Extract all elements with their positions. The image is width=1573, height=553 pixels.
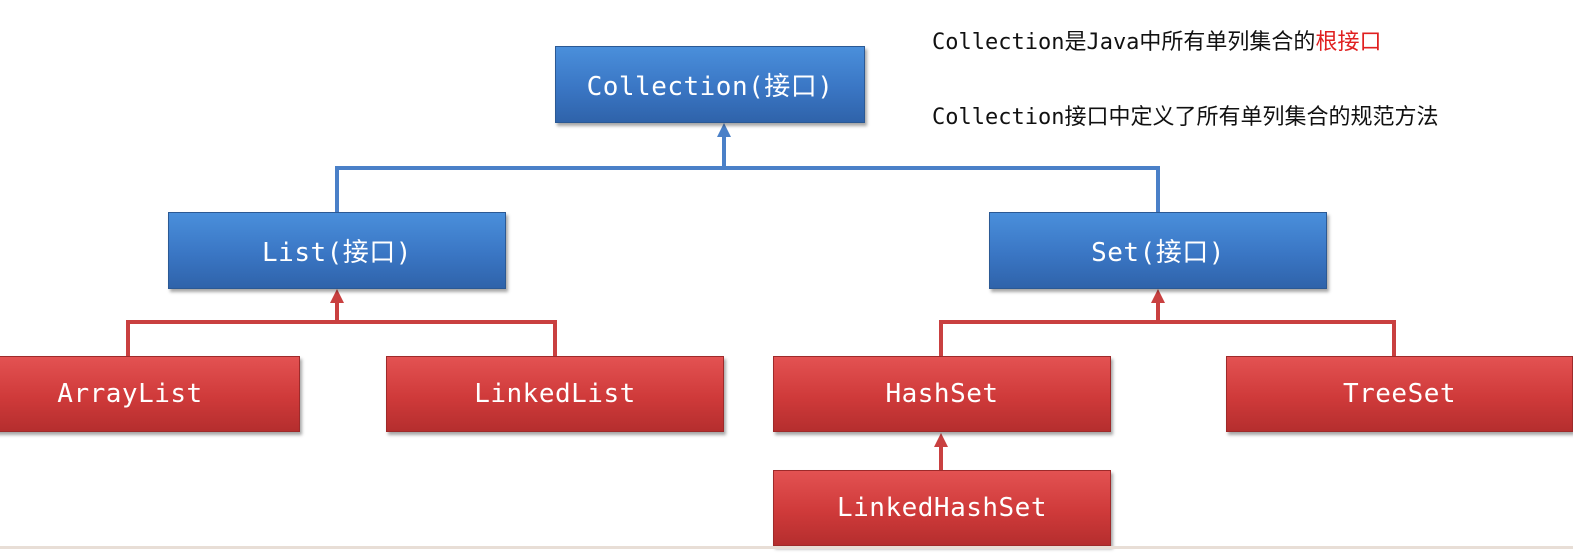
connector-set-to-collection (724, 166, 1160, 212)
bottom-divider (0, 546, 1573, 549)
node-list: List(接口) (168, 212, 506, 289)
node-hashset: HashSet (773, 356, 1111, 432)
connector-arraylist-to-list (126, 320, 337, 356)
connector-hashset-to-set (939, 320, 1158, 356)
note-standard-methods: Collection接口中定义了所有单列集合的规范方法 (932, 105, 1439, 130)
arrowhead-hashset (934, 433, 948, 447)
node-arraylist: ArrayList (0, 356, 300, 432)
connector-linkedlist-to-list (337, 320, 557, 356)
node-linkedlist: LinkedList (386, 356, 724, 432)
note-root-interface: Collection是Java中所有单列集合的根接口 (932, 24, 1381, 56)
red-connectors-list (126, 302, 557, 356)
note-root-interface-text: Collection是Java中所有单列集合的 (932, 30, 1316, 55)
red-connectors-set (939, 302, 1396, 356)
blue-connectors (335, 136, 1160, 212)
note-root-interface-highlight: 根接口 (1315, 30, 1382, 55)
node-collection: Collection(接口) (555, 46, 865, 123)
node-linkedhashset: LinkedHashSet (773, 470, 1111, 546)
node-treeset: TreeSet (1226, 356, 1573, 432)
connector-list-to-collection (335, 166, 724, 212)
arrowhead-list (330, 289, 344, 303)
node-set: Set(接口) (989, 212, 1327, 289)
arrowhead-collection (717, 123, 731, 137)
arrowhead-set (1151, 289, 1165, 303)
connector-treeset-to-set (1158, 320, 1396, 356)
